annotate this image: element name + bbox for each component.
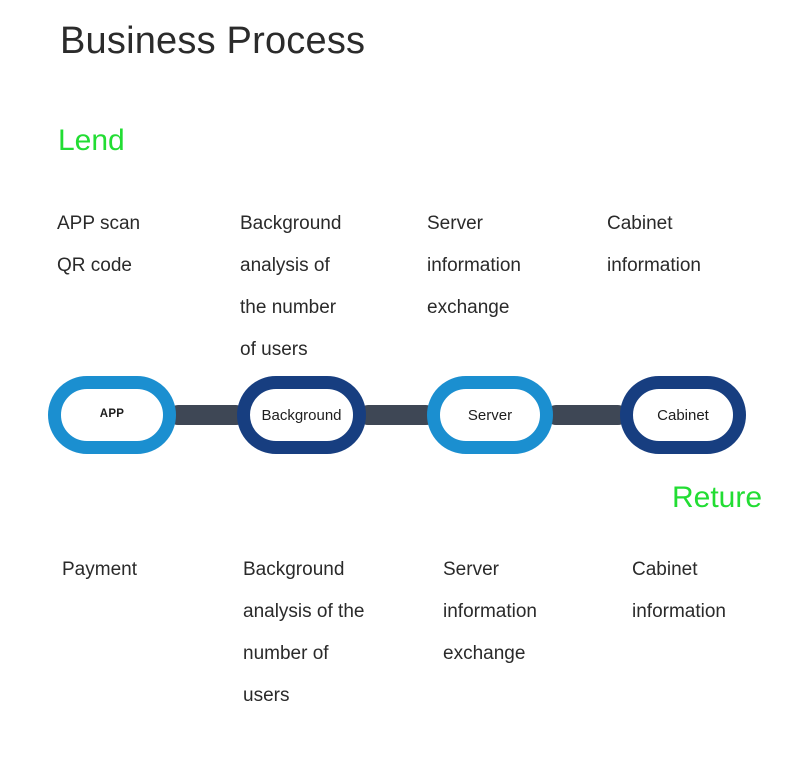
chain-link-label: APP — [99, 408, 125, 421]
chain-link-server[interactable]: Server — [427, 376, 553, 454]
description-line: Server — [427, 213, 483, 234]
description-line: Server — [443, 559, 499, 580]
description-line: Cabinet — [607, 213, 673, 234]
bottom-description-background: Background analysis of the number of use… — [243, 549, 423, 717]
process-chain-diagram: APP Background Server Cabinet — [0, 365, 800, 470]
top-description-cabinet: Cabinet information — [607, 203, 777, 287]
phase-label-lend: Lend — [58, 124, 125, 157]
chain-link-app[interactable]: APP — [48, 376, 176, 454]
bottom-description-server: Server information exchange — [443, 549, 613, 675]
description-line: Background — [240, 213, 342, 234]
description-line: Background — [243, 559, 345, 580]
chain-connector — [168, 405, 246, 425]
chain-link-cabinet[interactable]: Cabinet — [620, 376, 746, 454]
description-line: Payment — [62, 559, 137, 580]
page-title: Business Process — [60, 20, 366, 62]
description-line: information — [443, 601, 537, 622]
description-line: analysis of the — [243, 601, 365, 622]
phase-label-reture: Reture — [672, 481, 763, 514]
description-line: analysis of — [240, 255, 330, 276]
description-line: information — [632, 601, 726, 622]
bottom-description-cabinet: Cabinet information — [632, 549, 800, 633]
description-line: of users — [240, 339, 308, 360]
chain-link-label: Server — [467, 406, 513, 424]
description-line: users — [243, 685, 290, 706]
chain-link-label: Background — [261, 406, 342, 424]
description-line: the number — [240, 297, 337, 318]
description-line: Cabinet — [632, 559, 698, 580]
bottom-description-payment: Payment — [62, 549, 232, 591]
description-line: exchange — [427, 297, 510, 318]
chain-link-label: Cabinet — [657, 406, 709, 424]
top-description-app: APP scan QR code — [57, 203, 227, 287]
description-line: APP scan — [57, 213, 141, 234]
description-line: QR code — [57, 255, 132, 276]
top-description-server: Server information exchange — [427, 203, 587, 329]
chain-connector — [358, 405, 436, 425]
description-line: information — [427, 255, 521, 276]
chain-connector — [546, 405, 628, 425]
description-line: number of — [243, 643, 329, 664]
chain-link-background[interactable]: Background — [237, 376, 366, 454]
description-line: information — [607, 255, 701, 276]
description-line: exchange — [443, 643, 526, 664]
top-description-background: Background analysis of the number of use… — [240, 203, 405, 371]
